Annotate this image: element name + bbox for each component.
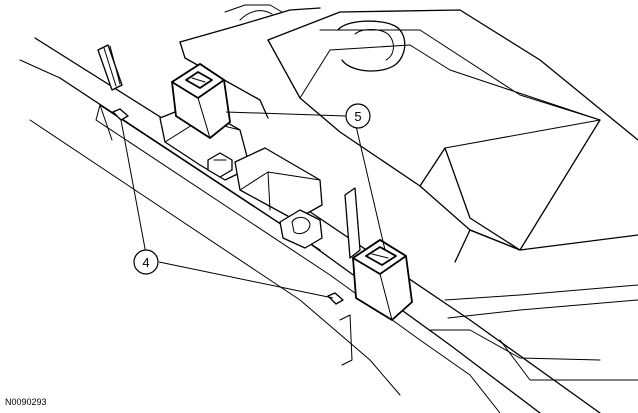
locating-tab-upper	[112, 108, 129, 121]
callout-4: 4	[133, 249, 159, 275]
callout-5-label: 5	[354, 109, 361, 124]
figure-reference-code: N0090293	[5, 397, 47, 407]
connector-clip	[207, 152, 233, 178]
retainer-clip-lower	[352, 239, 413, 321]
retainer-clip-upper	[171, 63, 231, 139]
console-housing	[19, 4, 638, 413]
locating-tab-lower	[327, 292, 344, 305]
electrical-connector	[279, 209, 323, 249]
callout-4-label: 4	[142, 255, 149, 270]
callout-5: 5	[345, 103, 371, 129]
leader-lines	[120, 111, 386, 299]
